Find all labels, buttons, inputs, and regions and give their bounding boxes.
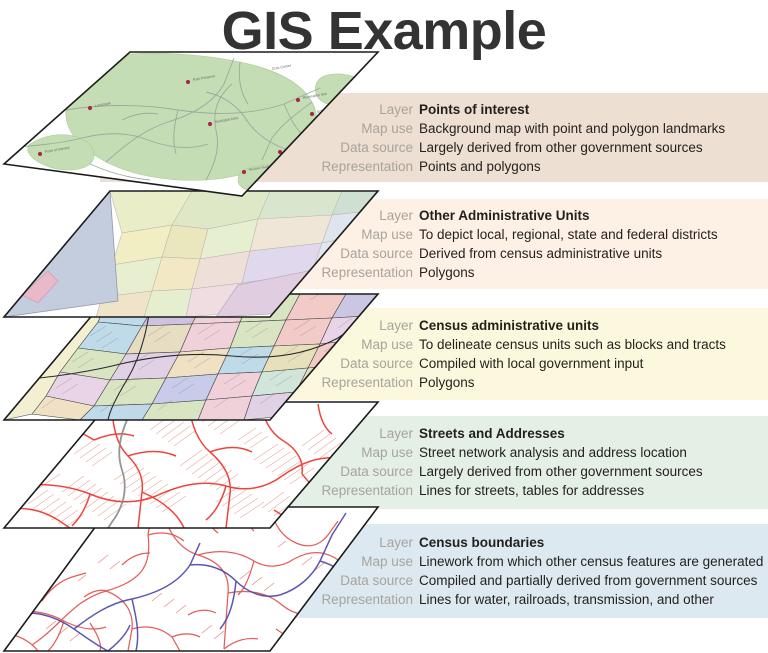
row-label-layer: Layer — [379, 535, 413, 550]
svg-text:Point of Interest: Point of Interest — [44, 146, 69, 154]
info-row-map-use: Map use Background map with point and po… — [100, 119, 768, 138]
row-value-layer: Points of interest — [419, 102, 530, 117]
row-label-layer: Layer — [379, 426, 413, 441]
row-value-representation: Lines for streets, tables for addresses — [419, 483, 645, 498]
info-row-data-source: Data source Largely derived from other g… — [100, 462, 768, 481]
row-label-map-use: Map use — [361, 121, 413, 136]
row-value-data-source: Derived from census administrative units — [419, 246, 663, 261]
row-label-layer: Layer — [379, 318, 413, 333]
svg-text:Historic Marker: Historic Marker — [248, 164, 273, 172]
row-label-representation: Representation — [321, 375, 413, 390]
row-label-layer: Layer — [379, 102, 413, 117]
row-label-map-use: Map use — [361, 445, 413, 460]
row-label-representation: Representation — [321, 592, 413, 607]
page-title: GIS Example — [221, 1, 547, 61]
row-value-data-source: Compiled and partially derived from gove… — [419, 573, 758, 588]
row-value-map-use: To depict local, regional, state and fed… — [419, 227, 718, 242]
row-label-layer: Layer — [379, 208, 413, 223]
svg-text:Business Park: Business Park — [324, 126, 348, 134]
row-label-representation: Representation — [321, 159, 413, 174]
row-value-layer: Census boundaries — [419, 535, 545, 550]
info-row-representation: Representation Polygons — [100, 263, 768, 282]
info-row-layer: Layer Census administrative units — [100, 316, 768, 335]
svg-text:Landmark: Landmark — [94, 101, 111, 108]
row-value-map-use: Background map with point and polygon la… — [419, 121, 726, 136]
map-plate-points-of-interest: Landmark Park Preserve Municipal Area Re… — [2, 48, 380, 198]
info-row-data-source: Data source Compiled with local governme… — [100, 354, 768, 373]
svg-text:Recreation Site: Recreation Site — [302, 92, 327, 100]
row-label-data-source: Data source — [340, 464, 413, 479]
map-plate-streets-and-addresses — [2, 400, 380, 545]
info-row-data-source: Data source Derived from census administ… — [100, 244, 768, 263]
info-row-map-use: Map use To delineate census units such a… — [100, 335, 768, 354]
row-value-data-source: Largely derived from other government so… — [419, 464, 703, 479]
row-value-map-use: To delineate census units such as blocks… — [419, 337, 726, 352]
map-plate-census-administrative-units — [2, 290, 380, 435]
info-row-layer: Layer Other Administrative Units — [100, 206, 768, 225]
row-label-data-source: Data source — [340, 246, 413, 261]
row-value-layer: Streets and Addresses — [419, 426, 565, 441]
row-value-layer: Other Administrative Units — [419, 208, 590, 223]
row-value-map-use: Linework from which other census feature… — [419, 554, 764, 569]
svg-text:Park Preserve: Park Preserve — [192, 74, 215, 82]
info-row-map-use: Map use To depict local, regional, state… — [100, 225, 768, 244]
row-label-map-use: Map use — [361, 554, 413, 569]
row-label-map-use: Map use — [361, 337, 413, 352]
row-label-representation: Representation — [321, 483, 413, 498]
info-row-data-source: Data source Largely derived from other g… — [100, 138, 768, 157]
info-row-layer: Layer Points of interest — [100, 100, 768, 119]
row-value-data-source: Largely derived from other government so… — [419, 140, 703, 155]
row-label-representation: Representation — [321, 265, 413, 280]
row-label-data-source: Data source — [340, 573, 413, 588]
map-plate-census-boundaries — [2, 505, 380, 653]
row-label-data-source: Data source — [340, 140, 413, 155]
row-value-representation: Polygons — [419, 265, 475, 280]
info-row-representation: Representation Polygons — [100, 373, 768, 392]
row-label-data-source: Data source — [340, 356, 413, 371]
info-row-representation: Representation Lines for water, railroad… — [100, 590, 768, 609]
row-value-representation: Polygons — [419, 375, 475, 390]
info-row-layer: Layer Streets and Addresses — [100, 424, 768, 443]
row-value-representation: Lines for water, railroads, transmission… — [419, 592, 714, 607]
row-value-layer: Census administrative units — [419, 318, 600, 333]
row-value-representation: Points and polygons — [419, 159, 541, 174]
info-row-map-use: Map use Street network analysis and addr… — [100, 443, 768, 462]
info-row-data-source: Data source Compiled and partially deriv… — [100, 571, 768, 590]
row-value-map-use: Street network analysis and address loca… — [419, 445, 687, 460]
info-row-map-use: Map use Linework from which other census… — [100, 552, 768, 571]
svg-text:Municipal Area: Municipal Area — [214, 116, 238, 124]
info-row-representation: Representation Lines for streets, tables… — [100, 481, 768, 500]
row-label-map-use: Map use — [361, 227, 413, 242]
svg-text:Civic Center: Civic Center — [271, 64, 292, 71]
info-row-layer: Layer Census boundaries — [100, 533, 768, 552]
row-value-data-source: Compiled with local government input — [419, 356, 644, 371]
map-plate-other-administrative-units — [2, 185, 380, 330]
info-row-representation: Representation Points and polygons — [100, 157, 768, 176]
